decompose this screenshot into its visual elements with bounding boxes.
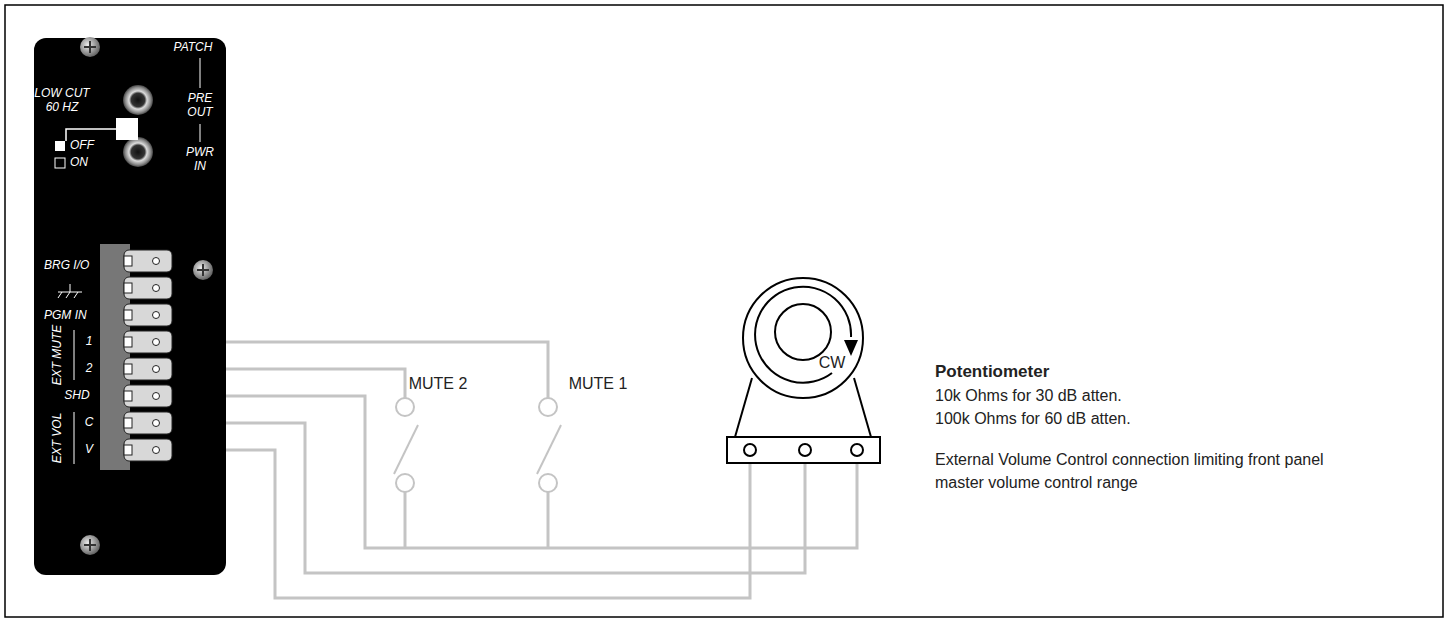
switch-label: MUTE 2 — [409, 375, 468, 393]
switch-position: OFF — [70, 139, 94, 153]
pin-name: SHD — [64, 389, 89, 403]
note-text: 10k Ohms for 30 dB atten. — [935, 387, 1122, 405]
pin-name: 1 — [86, 335, 93, 349]
pin-name: V — [85, 443, 93, 457]
note-heading: Potentiometer — [935, 362, 1049, 382]
module-panel — [34, 38, 226, 575]
pin-name: 2 — [86, 362, 93, 376]
mute-switches — [394, 398, 561, 492]
switch-label: LOW CUT 60 HZ — [33, 87, 91, 115]
frame — [5, 5, 1443, 617]
direction-label: CW — [819, 354, 846, 372]
panel-label: PATCH — [174, 41, 213, 55]
pin-group: EXT MUTE — [51, 325, 65, 386]
switch-position: ON — [70, 156, 88, 170]
jack-label: PWR IN — [183, 146, 217, 174]
pin-name: C — [85, 416, 94, 430]
potentiometer-symbol — [727, 278, 880, 463]
switch-label: MUTE 1 — [569, 375, 628, 393]
pin-group: EXT VOL — [51, 413, 65, 464]
jack-label: PRE OUT — [183, 92, 217, 120]
pin-name: BRG I/O — [44, 259, 89, 273]
wires — [168, 342, 857, 598]
note-text: 100k Ohms for 60 dB atten. — [935, 410, 1131, 428]
note-text: External Volume Control connection limit… — [935, 448, 1345, 494]
pin-name: PGM IN — [44, 309, 87, 323]
